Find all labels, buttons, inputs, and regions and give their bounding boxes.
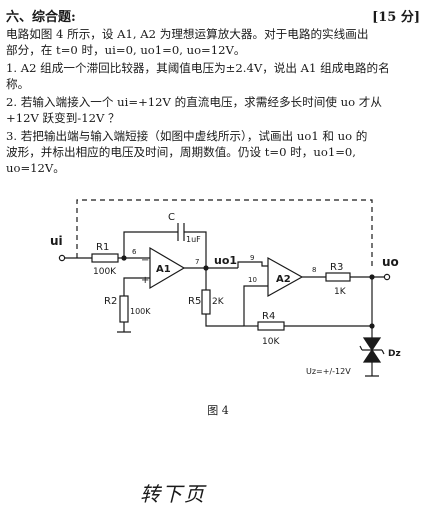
problem-line: +12V 跃变到-12V ？ xyxy=(6,111,120,125)
r1-value: 100K xyxy=(93,267,117,277)
a2-pin-a: 9 xyxy=(250,254,254,262)
r1-resistor xyxy=(91,253,119,263)
uo1-label: uo1 xyxy=(214,254,237,267)
input-label: ui xyxy=(50,234,63,248)
r2-ground-wire xyxy=(117,322,131,333)
output-label: uo xyxy=(382,255,399,269)
a1-name: A1 xyxy=(156,264,171,275)
r5-name: R5 xyxy=(188,296,201,307)
a2-opamp xyxy=(267,256,304,298)
c-value: 1uF xyxy=(186,235,201,244)
output-terminal xyxy=(383,273,391,281)
problem-line: 电路如图 4 所示，设 A1, A2 为理想运算放大器。对于电路的实线画出 xyxy=(6,27,369,41)
a1-pin-inv: 6 xyxy=(132,248,137,256)
dz-value: Uz=+/-12V xyxy=(306,367,351,376)
input-terminal xyxy=(58,254,66,262)
problem-line: uo=12V。 xyxy=(6,161,65,175)
figure-caption: 图 4 xyxy=(207,404,229,417)
r3-resistor xyxy=(325,272,351,282)
a2-in9-wire xyxy=(237,261,268,268)
r2-name: R2 xyxy=(104,296,117,307)
zener-ground-wire xyxy=(365,362,379,377)
a1-pin-minus: − xyxy=(141,255,149,266)
a2-pin-out: 8 xyxy=(312,266,316,274)
r5-resistor xyxy=(201,289,211,315)
r4-name: R4 xyxy=(262,311,275,322)
r1-name: R1 xyxy=(96,242,109,253)
zener-diode-bottom xyxy=(362,348,382,363)
junction-dot xyxy=(121,255,127,261)
r2-value: 100K xyxy=(130,307,151,316)
a1-pin-plus: + xyxy=(141,275,149,286)
circuit-diagram: ui R1 100K C 1uF A1 − + 6 7 R2 100K uo1 xyxy=(50,199,401,377)
a2-in10-wire xyxy=(243,285,268,326)
r2-resistor xyxy=(119,295,129,323)
r2-wire xyxy=(123,277,150,296)
a1-pin-out: 7 xyxy=(195,258,199,266)
r4-resistor xyxy=(257,321,285,331)
dz-name: Dz xyxy=(388,349,401,359)
r4-value: 10K xyxy=(262,337,280,347)
r5-value: 2K xyxy=(212,297,225,307)
cap-left-wire xyxy=(123,231,178,258)
problem-line: 1. A2 组成一个滞回比较器，其阈值电压为±2.4V，说出 A1 组成电路的名 xyxy=(6,61,390,75)
problem-line: 2. 若输入端接入一个 ui=+12V 的直流电压，求需经多长时间使 uo 才从 xyxy=(6,95,382,109)
a1-opamp xyxy=(149,246,186,290)
section-header: 六、综合题: [15 分] xyxy=(6,6,426,25)
a2-pin-b: 10 xyxy=(248,276,257,284)
section-title: 六、综合题: xyxy=(6,10,76,25)
problem-line: 部分，在 t=0 时，ui=0, uo1=0, uo=12V。 xyxy=(6,43,246,57)
dashed-feedback-wire xyxy=(76,199,373,268)
problem-line: 称。 xyxy=(6,77,30,91)
handwritten-note: 转下页 xyxy=(140,482,206,506)
capacitor xyxy=(177,223,185,241)
r5-bottom-wire xyxy=(205,314,244,327)
cap-right-wire xyxy=(184,231,207,268)
c-name: C xyxy=(168,212,175,223)
r3-name: R3 xyxy=(330,262,343,273)
problem-line: 3. 若把输出端与输入端短接（如图中虚线所示），试画出 uo1 和 uo 的 xyxy=(6,129,368,143)
r3-value: 1K xyxy=(334,287,347,297)
score-label: [15 分] xyxy=(372,10,420,25)
a2-name: A2 xyxy=(276,274,291,285)
zener-diode-top xyxy=(362,337,382,352)
problem-line: 波形，并标出相应的电压及时间，周期数值。仍设 t=0 时，uo1=0, xyxy=(6,145,356,159)
